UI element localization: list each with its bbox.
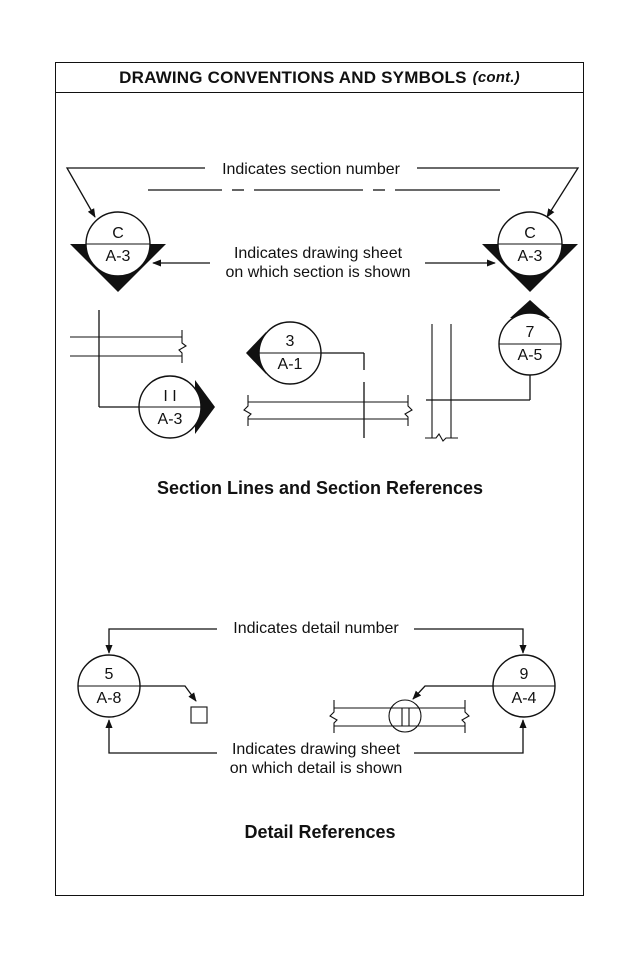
label-detail-sheet-line2: on which detail is shown [230,760,403,777]
detail-target-square [190,706,208,724]
section-symbol-right: C A-3 [482,211,578,292]
section-symbol-left: C A-3 [70,211,166,292]
sheet-number: A-8 [97,690,122,707]
detail-number: 5 [105,666,114,683]
label-section-number: Indicates section number [222,161,401,178]
title-suffix: (cont.) [472,69,520,86]
sheet-number: A-4 [512,690,537,707]
section-symbol-3: 3 A-1 [246,321,322,385]
detail-number-leader [105,628,527,654]
section-arrow-triangle [195,380,215,434]
wall-plan-left [70,310,187,408]
section-number-leader [65,167,580,218]
label-detail-number: Indicates detail number [233,620,399,637]
section-symbol-7: 7 A-5 [498,300,562,376]
title-text: DRAWING CONVENTIONS AND SYMBOLS [119,67,467,87]
section-arrow-triangle [510,300,550,318]
detail-callout-circle [388,699,422,733]
sheet-number: A-5 [518,347,543,364]
sheet-number: A-3 [106,248,131,265]
label-detail-sheet-line1: Indicates drawing sheet [232,741,401,758]
detail-symbol-5: 5 A-8 [77,654,141,718]
section-number: I I [163,388,176,405]
sheet-number: A-1 [278,356,303,373]
wall-plan-middle [243,352,413,438]
page-title: DRAWING CONVENTIONS AND SYMBOLS (cont.) [56,63,583,93]
section-number: C [112,225,124,242]
figure-frame: DRAWING CONVENTIONS AND SYMBOLS (cont.) [55,62,584,896]
detail-sheet-leader [105,719,527,754]
wall-plan-right [425,324,531,442]
detail-wall-plan [329,685,493,733]
detail-number: 9 [520,666,529,683]
label-section-sheet-line1: Indicates drawing sheet [234,245,403,262]
label-section-sheet-line2: on which section is shown [226,264,411,281]
detail-symbol-9: 9 A-4 [492,654,556,718]
detail-leader-5 [140,685,208,724]
caption-section-references: Section Lines and Section References [157,478,483,498]
section-number: 7 [526,324,535,341]
sheet-number: A-3 [518,248,543,265]
section-symbol-11: I I A-3 [138,375,215,439]
section-number: C [524,225,536,242]
sheet-number: A-3 [158,411,183,428]
section-number: 3 [286,333,295,350]
caption-detail-references: Detail References [244,822,395,842]
